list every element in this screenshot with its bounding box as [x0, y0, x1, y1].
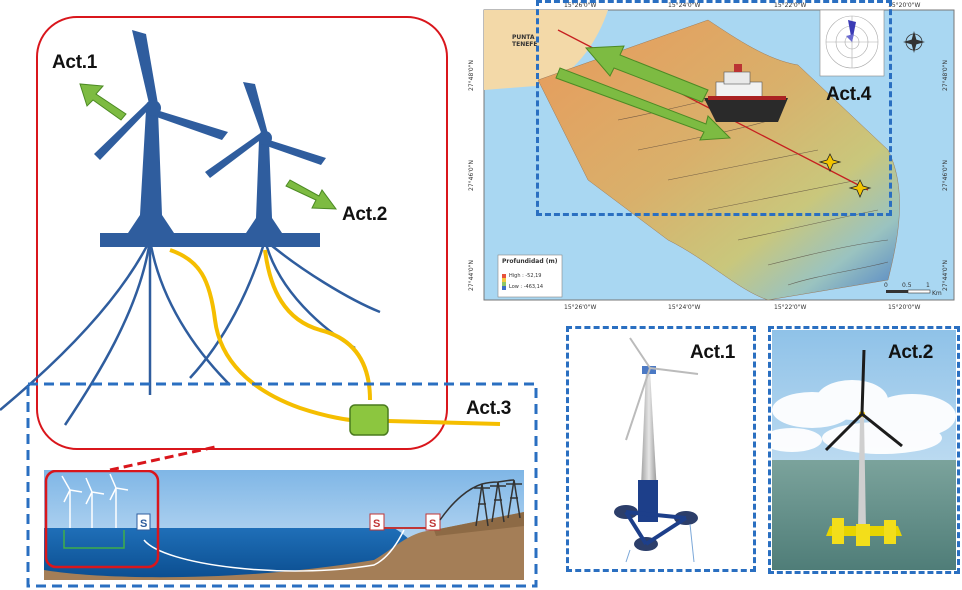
act4-arrows: [555, 45, 732, 141]
survey-area: [537, 19, 900, 301]
spar-turbine-render: [614, 337, 699, 563]
place-name: PUNTA TENEFE: [512, 34, 538, 48]
act4-label: Act.4: [826, 84, 871, 105]
act2-render-frame: [768, 326, 960, 574]
left-tick-label: 27°48'0"N: [467, 60, 475, 91]
left-tick-label: 27°44'0"N: [467, 260, 475, 291]
legend-high: High : -52,19: [509, 273, 542, 279]
seabed: [44, 512, 524, 580]
left-tick-label: 27°46'0"N: [467, 160, 475, 191]
act1-photo-label: Act.1: [690, 342, 735, 363]
act2-arrow: [285, 179, 338, 210]
turbine-2: [205, 82, 326, 233]
scale-label: 0.5: [902, 282, 912, 289]
export-cables: [169, 248, 501, 426]
offshore-substation: [349, 404, 389, 436]
right-tick-label: 27°46'0"N: [941, 160, 949, 191]
place-name-line-1: PUNTA: [512, 34, 535, 41]
act3-frame: [26, 382, 538, 588]
mini-turbines: [61, 473, 129, 549]
act2-photo-label: Act.2: [888, 342, 933, 363]
bottom-tick-label: 15°20'0"W: [888, 304, 921, 311]
bottom-tick-label: 15°26'0"W: [564, 304, 597, 311]
scale-bar: [886, 289, 931, 294]
bottom-tick-label: 15°22'0"W: [774, 304, 807, 311]
transmission-pylons: [439, 479, 522, 527]
act1-main-label: Act.1: [52, 52, 97, 73]
semisub-turbine-render: [772, 330, 956, 570]
bottom-tick-label: 15°24'0"W: [668, 304, 701, 311]
right-tick-label: 27°44'0"N: [941, 260, 949, 291]
scale-label: 1: [926, 282, 930, 289]
substation-symbol-3: S: [425, 513, 441, 531]
zoom-connector: [109, 445, 216, 472]
north-arrow-icon: [903, 31, 925, 53]
top-tick-label: 15°24'0"W: [668, 2, 701, 9]
cross-section-illustration: S S S: [44, 470, 524, 580]
farm-zoom-frame: [44, 470, 160, 569]
svg-text:S: S: [140, 518, 147, 530]
top-tick-label: 15°20'0"W: [888, 2, 921, 9]
mooring-lines: [0, 239, 381, 426]
turbine-1: [94, 30, 228, 233]
substation-symbol-1: S: [136, 513, 151, 531]
top-tick-label: 15°26'0"W: [564, 2, 597, 9]
place-name-line-2: TENEFE: [512, 41, 538, 48]
farm-frame: [36, 16, 448, 450]
act2-main-label: Act.2: [342, 204, 387, 225]
land-area: [484, 10, 608, 90]
depth-legend-box: [497, 254, 563, 298]
right-tick-label: 27°48'0"N: [941, 60, 949, 91]
act1-render-frame: [566, 326, 756, 572]
scale-unit: Km: [932, 290, 942, 297]
svg-text:S: S: [429, 518, 436, 530]
survey-ship: [704, 64, 788, 122]
svg-text:S: S: [373, 518, 380, 530]
rose-diagram: [819, 9, 885, 77]
location-markers: [818, 153, 872, 199]
bathymetry-map: PUNTA TENEFE 15°26'0"W 15°24'0"W 15°22'0…: [468, 0, 962, 320]
act1-arrow: [79, 83, 127, 121]
act4-frame: [536, 0, 892, 216]
legend-low: Low : -463,14: [509, 284, 544, 290]
scale-label: 0: [884, 282, 888, 289]
legend-title: Profundidad (m): [502, 258, 558, 265]
substation-symbol-2: S: [369, 513, 385, 531]
act3-label: Act.3: [466, 398, 511, 419]
top-tick-label: 15°22'0"W: [774, 2, 807, 9]
floating-platform: [100, 233, 320, 247]
